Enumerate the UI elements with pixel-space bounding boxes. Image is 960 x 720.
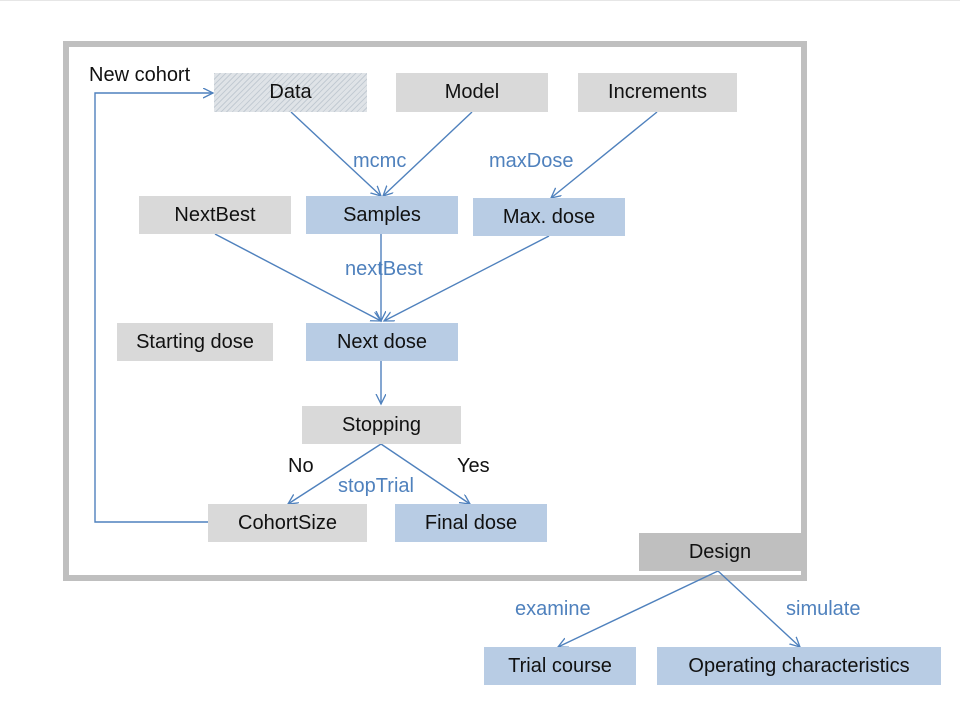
- label-simulate: simulate: [786, 598, 861, 620]
- node-model: Model: [396, 73, 548, 112]
- label-yes: Yes: [457, 455, 490, 477]
- node-data: Data: [214, 73, 367, 112]
- arrow-design-operating: [717, 570, 800, 647]
- arrow-model-samples: [383, 111, 473, 196]
- arrow-increments-maxdose: [551, 111, 658, 198]
- node-design: Design: [639, 533, 801, 571]
- workflow-frame: [63, 41, 807, 581]
- node-operating-characteristics: Operating characteristics: [657, 647, 941, 685]
- node-samples: Samples: [306, 196, 458, 234]
- node-cohortsize: CohortSize: [208, 504, 367, 542]
- label-nextbest: nextBest: [345, 258, 423, 280]
- node-trialcourse: Trial course: [484, 647, 636, 685]
- label-stoptrial: stopTrial: [338, 475, 414, 497]
- label-mcmc: mcmc: [353, 150, 407, 172]
- arrow-new-cohort-loop: [94, 93, 213, 523]
- node-stopping: Stopping: [302, 406, 461, 444]
- node-nextdose: Next dose: [306, 323, 458, 361]
- node-startingdose: Starting dose: [117, 323, 273, 361]
- node-nextbest: NextBest: [139, 196, 291, 234]
- node-finaldose: Final dose: [395, 504, 547, 542]
- label-no: No: [288, 455, 314, 477]
- label-examine: examine: [515, 598, 591, 620]
- arrow-stopping-finaldose: [380, 443, 470, 504]
- arrow-maxdose-nextdose: [384, 235, 550, 321]
- node-increments: Increments: [578, 73, 737, 112]
- arrow-data-samples: [290, 111, 381, 196]
- arrow-stopping-cohortsize: [288, 443, 382, 504]
- top-divider: [0, 0, 960, 1]
- label-maxdose: maxDose: [489, 150, 574, 172]
- node-maxdose: Max. dose: [473, 198, 625, 236]
- label-new-cohort: New cohort: [89, 64, 191, 86]
- arrow-nextbest-nextdose: [214, 233, 381, 321]
- arrow-design-trialcourse: [558, 570, 719, 647]
